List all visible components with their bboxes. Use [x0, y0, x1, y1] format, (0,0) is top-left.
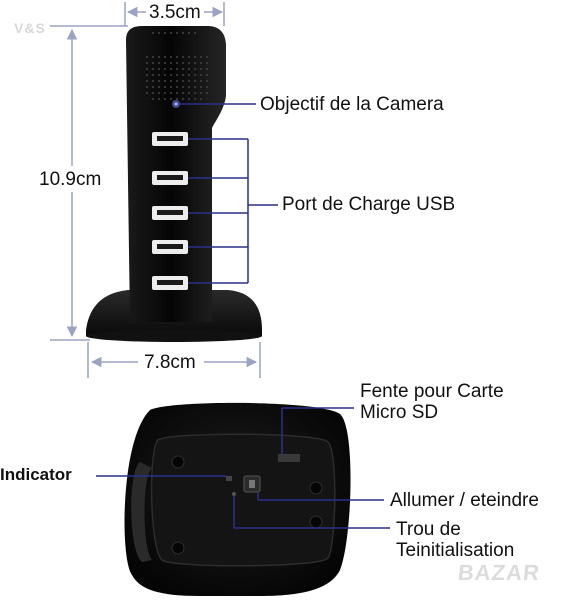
indicator-label: Indicator	[0, 465, 72, 484]
speaker-grille	[146, 52, 208, 103]
reset-hole-label-line1: Trou de	[396, 519, 461, 540]
tower-callouts	[180, 103, 278, 284]
usb-charger-tower	[86, 26, 262, 342]
reset-hole-label-line2: Teinitialisation	[396, 540, 515, 561]
sd-slot-label-line1: Fente pour Carte	[360, 381, 504, 402]
dimension-lines	[50, 2, 261, 378]
usb-ports	[152, 132, 188, 290]
watermark-bottom: BAZAR	[456, 560, 542, 585]
dimension-width-label: 3.5cm	[149, 2, 201, 23]
bottom-callouts	[96, 407, 390, 529]
usb-port-icon	[152, 132, 188, 146]
usb-port-label: Port de Charge USB	[282, 194, 456, 215]
watermark-top: V&S	[14, 20, 46, 36]
camera-lens-label: Objectif de la Camera	[260, 94, 444, 115]
usb-port-icon	[152, 206, 188, 220]
device-bottom-view	[124, 402, 351, 596]
usb-port-icon	[152, 276, 188, 290]
dimension-depth-label: 7.8cm	[144, 352, 196, 373]
power-switch-label: Allumer / eteindre	[390, 490, 539, 511]
dimension-height-label: 10.9cm	[39, 169, 102, 190]
usb-port-icon	[152, 171, 188, 185]
reset-hole-icon	[232, 492, 236, 496]
usb-port-icon	[152, 240, 188, 254]
indicator-light-icon	[226, 476, 232, 481]
micro-sd-slot-icon	[278, 454, 300, 462]
sd-slot-label-line2: Micro SD	[360, 402, 439, 423]
